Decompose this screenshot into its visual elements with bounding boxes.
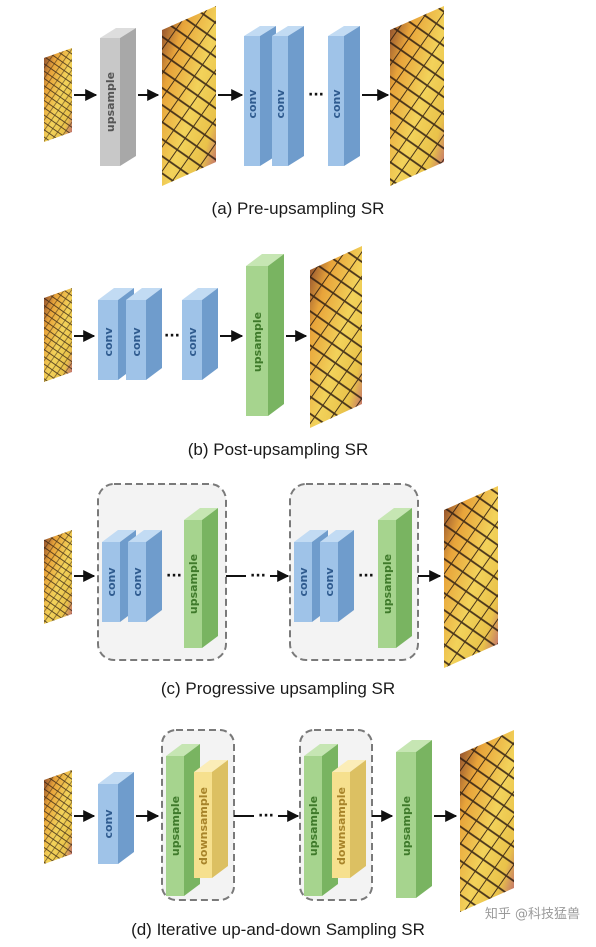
upsample-label: upsample — [169, 796, 182, 856]
watermark: 知乎 @科技猛兽 — [485, 906, 580, 922]
conv-block: conv — [328, 26, 360, 166]
upsample-label: upsample — [381, 554, 394, 614]
caption-d: (d) Iterative up-and-down Sampling SR — [131, 920, 425, 939]
conv-label: conv — [246, 89, 259, 119]
upsample-block: upsample — [100, 28, 136, 166]
panel-d: conv upsample downsample ··· upsample — [44, 729, 514, 939]
caption-a: (a) Pre-upsampling SR — [212, 199, 385, 218]
ellipsis: ··· — [258, 808, 274, 824]
panel-c: conv conv ··· upsample ··· conv — [44, 483, 498, 698]
lr-input-image — [44, 288, 72, 382]
ellipsis: ··· — [358, 568, 374, 584]
caption-b: (b) Post-upsampling SR — [188, 440, 368, 459]
upsample-label: upsample — [104, 72, 117, 132]
caption-c: (c) Progressive upsampling SR — [161, 679, 395, 698]
ellipsis: ··· — [308, 87, 324, 103]
upsample-label: upsample — [187, 554, 200, 614]
upsample-label: upsample — [400, 796, 413, 856]
interpolated-image — [162, 6, 216, 186]
conv-label: conv — [102, 809, 115, 839]
conv-block: conv — [128, 530, 162, 622]
conv-block: conv — [244, 26, 276, 166]
hr-output-image — [460, 730, 514, 912]
conv-block: conv — [98, 772, 134, 864]
conv-block: conv — [126, 288, 162, 380]
conv-block: conv — [272, 26, 304, 166]
upsample-block: upsample — [378, 508, 412, 648]
conv-label: conv — [131, 567, 144, 597]
conv-block: conv — [320, 530, 354, 622]
upsample-label: upsample — [307, 796, 320, 856]
ellipsis: ··· — [250, 568, 266, 584]
lr-input-image — [44, 770, 72, 864]
hr-output-image — [390, 6, 444, 186]
conv-label: conv — [186, 327, 199, 357]
conv-label: conv — [105, 567, 118, 597]
hr-output-image — [444, 486, 498, 668]
lr-input-image — [44, 48, 72, 142]
conv-label: conv — [330, 89, 343, 119]
conv-label: conv — [274, 89, 287, 119]
upsample-block: upsample — [184, 508, 218, 648]
ellipsis: ··· — [166, 568, 182, 584]
downsample-label: downsample — [335, 787, 348, 865]
conv-block: conv — [182, 288, 218, 380]
panel-b: conv conv ··· conv upsample (b) Post-ups… — [44, 246, 368, 459]
upsample-block: upsample — [396, 740, 432, 898]
downsample-block: downsample — [194, 760, 228, 878]
downsample-label: downsample — [197, 787, 210, 865]
conv-label: conv — [130, 327, 143, 357]
hr-output-image — [310, 246, 362, 428]
conv-label: conv — [323, 567, 336, 597]
downsample-block: downsample — [332, 760, 366, 878]
upsample-label: upsample — [251, 312, 264, 372]
panel-a: upsample conv conv ··· conv — [44, 6, 444, 218]
lr-input-image — [44, 530, 72, 624]
upsample-block: upsample — [166, 744, 200, 896]
ellipsis: ··· — [164, 328, 180, 344]
conv-label: conv — [297, 567, 310, 597]
conv-label: conv — [102, 327, 115, 357]
upsample-block: upsample — [246, 254, 284, 416]
